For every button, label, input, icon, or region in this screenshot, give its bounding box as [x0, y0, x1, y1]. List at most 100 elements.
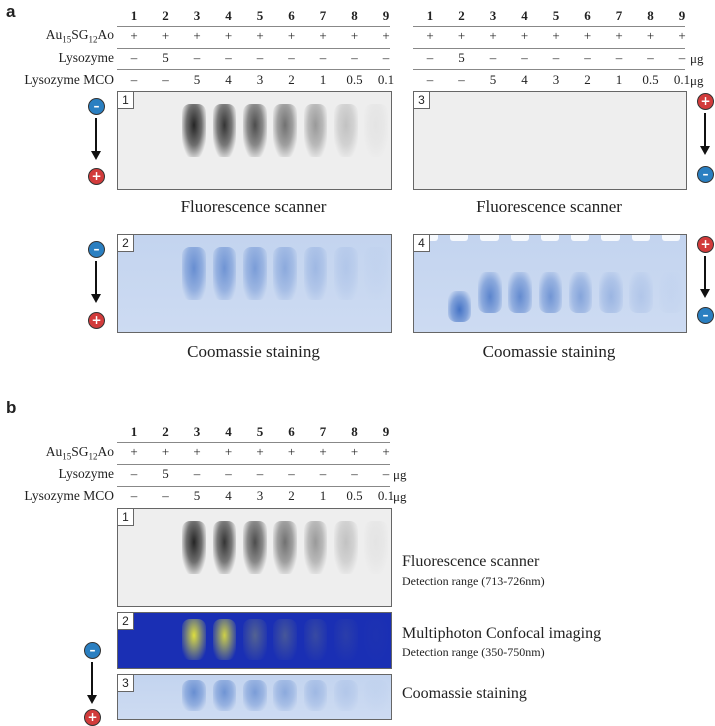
lane-number: 8 [351, 8, 358, 23]
row-label-au15: Au15SG12Ao [45, 27, 114, 45]
gel-band [182, 618, 206, 660]
gel-number: 3 [118, 675, 134, 692]
negative-electrode-icon: – [697, 166, 714, 183]
lane-value: + [350, 28, 359, 43]
positive-electrode-icon: + [88, 312, 105, 329]
gel-band [568, 271, 593, 313]
gel-well [450, 235, 469, 241]
lane-value: – [225, 466, 232, 481]
gel-band [273, 103, 297, 157]
lane-number: 9 [382, 8, 390, 23]
caption-fluorescence-a1: Fluorescence scanner [180, 197, 327, 216]
gel-band [242, 246, 267, 300]
row-divider [117, 69, 390, 70]
lane-value: – [130, 72, 138, 87]
gel-coomassie-a2: 2 [117, 234, 392, 333]
gel-band [538, 271, 563, 313]
lane-number: 6 [288, 424, 295, 439]
lane-value: + [130, 28, 138, 43]
lane-value: 2 [584, 72, 591, 87]
lane-value: – [351, 466, 358, 481]
row-divider [117, 486, 390, 487]
gel-band [364, 618, 388, 660]
lane-value: – [382, 50, 390, 65]
unit-label: μg [690, 51, 704, 66]
lane-value: – [458, 72, 465, 87]
lane-number: 9 [382, 424, 390, 439]
gel-fluorescence-b1: 1 [117, 508, 392, 607]
lane-value: – [319, 466, 327, 481]
gel-band [333, 680, 358, 712]
lane-value: – [489, 50, 497, 65]
lane-value: 3 [256, 488, 264, 503]
lane-value: + [615, 28, 623, 43]
gel-band [273, 246, 297, 300]
lane-value: – [130, 488, 138, 503]
lane-value: – [162, 72, 169, 87]
gel-number: 1 [118, 509, 134, 526]
lane-value: + [193, 28, 201, 43]
row-label-au15: Au15SG12Ao [45, 444, 114, 462]
lane-value: 0.1 [377, 488, 395, 503]
lane-value: + [130, 444, 138, 459]
arrow-head-icon [87, 695, 97, 704]
detection-range-b1: Detection range (713-726nm) [402, 574, 545, 588]
lane-number: 4 [225, 424, 232, 439]
lane-value: + [161, 444, 170, 459]
gel-band [659, 271, 683, 313]
gel-band [273, 520, 297, 574]
lane-value: 2 [288, 72, 295, 87]
lane-value: + [426, 28, 434, 43]
caption-coomassie-a4: Coomassie staining [482, 342, 616, 361]
lane-value: 2 [288, 488, 295, 503]
gel-number: 1 [118, 92, 134, 109]
lane-value: 5 [162, 466, 169, 481]
lane-value: – [584, 50, 591, 65]
lane-value: + [287, 28, 296, 43]
lane-value: – [319, 50, 327, 65]
unit-label: μg [393, 467, 407, 482]
gel-band [242, 680, 267, 712]
lane-value: + [161, 28, 170, 43]
lane-value: + [350, 444, 359, 459]
arrow-head-icon [91, 151, 101, 160]
lane-value: 0.1 [673, 72, 691, 87]
lane-value: – [351, 50, 358, 65]
gel-band [212, 103, 237, 157]
lane-value: 1 [615, 72, 623, 87]
gel-number: 4 [414, 235, 430, 252]
gel-well [601, 235, 620, 241]
gel-well [510, 235, 529, 241]
label-coomassie-b3: Coomassie staining [402, 685, 527, 702]
lane-value: 5 [489, 72, 497, 87]
lane-value: 5 [193, 72, 201, 87]
gel-band [629, 271, 653, 313]
gel-band [182, 246, 206, 300]
gel-band [303, 103, 328, 157]
lane-value: + [382, 28, 390, 43]
positive-electrode-icon: + [88, 168, 105, 185]
lane-value: 4 [225, 488, 232, 503]
migration-arrow-icon [704, 256, 706, 290]
row-divider [413, 26, 685, 27]
gel-band [598, 271, 623, 313]
gel-well [661, 235, 680, 241]
lane-number: 3 [193, 8, 201, 23]
lane-number: 2 [458, 8, 465, 23]
lane-value: 1 [319, 488, 327, 503]
lane-number: 1 [130, 424, 138, 439]
gel-band [212, 680, 237, 712]
row-label-lysozyme: Lysozyme [58, 466, 115, 481]
lane-value: – [552, 50, 560, 65]
lane-number: 3 [193, 424, 201, 439]
negative-electrode-icon: – [84, 642, 101, 659]
unit-label: μg [690, 73, 704, 88]
lane-number: 1 [426, 8, 434, 23]
lane-value: + [287, 444, 296, 459]
lane-value: + [489, 28, 497, 43]
lane-value: – [193, 50, 201, 65]
lane-value: + [583, 28, 592, 43]
lane-value: 5 [458, 50, 465, 65]
gel-band [303, 680, 328, 712]
negative-electrode-icon: – [88, 98, 105, 115]
